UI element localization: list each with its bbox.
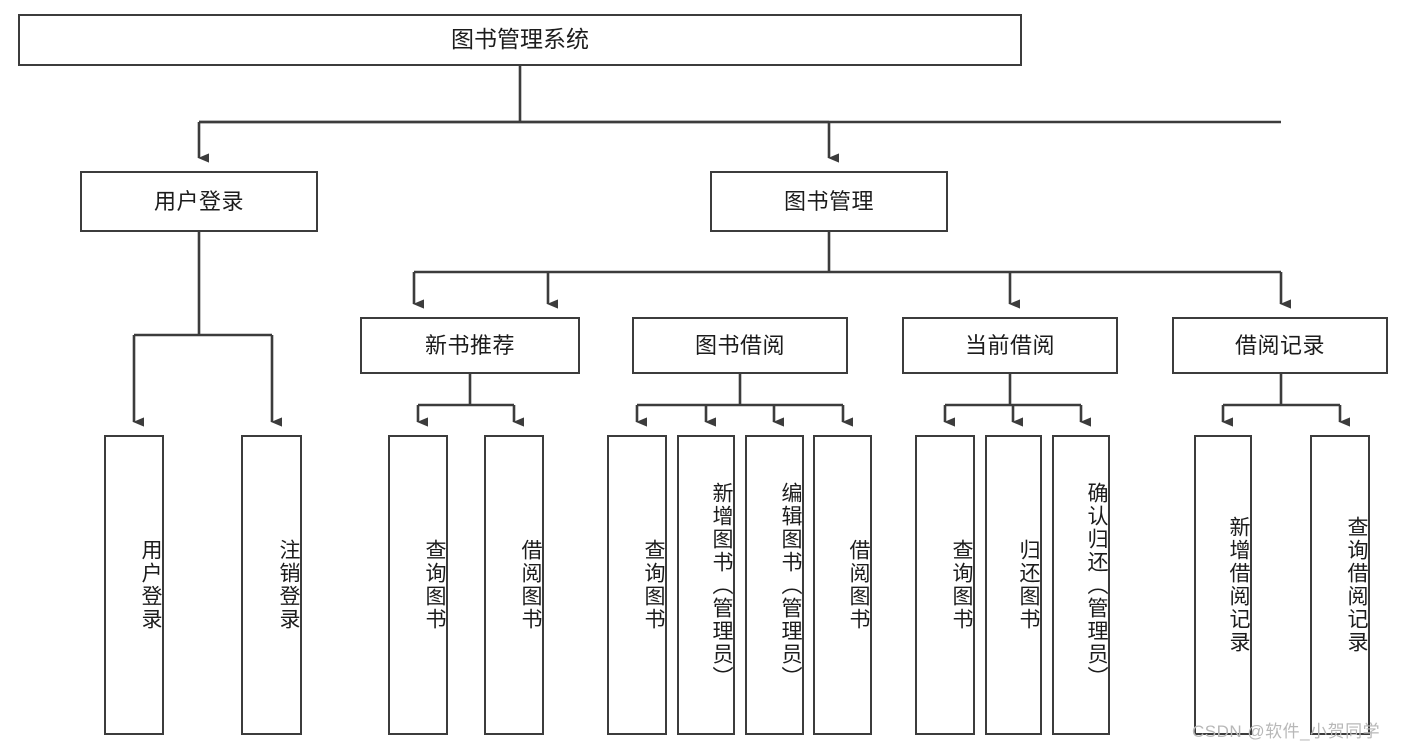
node-label: 查询图书 [642,539,665,631]
node-current-borrowing[interactable]: 当前借阅 [902,317,1118,374]
node-root-system[interactable]: 图书管理系统 [18,14,1022,66]
node-label: 图书管理 [783,188,874,214]
node-label: 注销登录 [277,539,300,631]
leaf-query-borrow-record[interactable]: 查询借阅记录 [1310,435,1370,735]
node-label: 新书推荐 [424,332,515,358]
leaf-confirm-return-admin[interactable]: 确认归还（管理员） [1052,435,1110,735]
node-label: 查询借阅记录 [1345,516,1368,654]
node-label: 借阅图书 [847,539,870,631]
node-label: 用户登录 [139,539,162,631]
node-label: 归还图书 [1017,539,1040,631]
node-label: 确认归还（管理员） [1085,481,1108,689]
node-label: 查询图书 [423,539,446,631]
leaf-logout[interactable]: 注销登录 [241,435,302,735]
node-label: 图书借阅 [694,332,785,358]
node-label: 新增图书（管理员） [710,481,733,689]
node-borrow-records[interactable]: 借阅记录 [1172,317,1388,374]
node-new-book-recommendation[interactable]: 新书推荐 [360,317,580,374]
leaf-edit-book-admin[interactable]: 编辑图书（管理员） [745,435,804,735]
node-user-login[interactable]: 用户登录 [80,171,318,232]
leaf-add-borrow-record[interactable]: 新增借阅记录 [1194,435,1252,735]
leaf-add-book-admin[interactable]: 新增图书（管理员） [677,435,735,735]
node-label: 查询图书 [950,539,973,631]
leaf-query-books-borrowing[interactable]: 查询图书 [607,435,667,735]
leaf-query-books-recommendation[interactable]: 查询图书 [388,435,448,735]
leaf-return-books[interactable]: 归还图书 [985,435,1042,735]
node-label: 借阅记录 [1234,332,1325,358]
node-label: 借阅图书 [519,539,542,631]
node-label: 编辑图书（管理员） [779,481,802,689]
node-label: 图书管理系统 [451,26,589,53]
leaf-query-books-current[interactable]: 查询图书 [915,435,975,735]
leaf-user-login[interactable]: 用户登录 [104,435,164,735]
node-label: 用户登录 [153,188,244,214]
node-book-management[interactable]: 图书管理 [710,171,948,232]
watermark: CSDN @软件_小贺同学 [1192,722,1381,741]
node-label: 新增借阅记录 [1227,516,1250,654]
leaf-borrow-books-recommendation[interactable]: 借阅图书 [484,435,544,735]
leaf-borrow-books[interactable]: 借阅图书 [813,435,872,735]
node-label: 当前借阅 [964,332,1055,358]
node-book-borrowing[interactable]: 图书借阅 [632,317,848,374]
